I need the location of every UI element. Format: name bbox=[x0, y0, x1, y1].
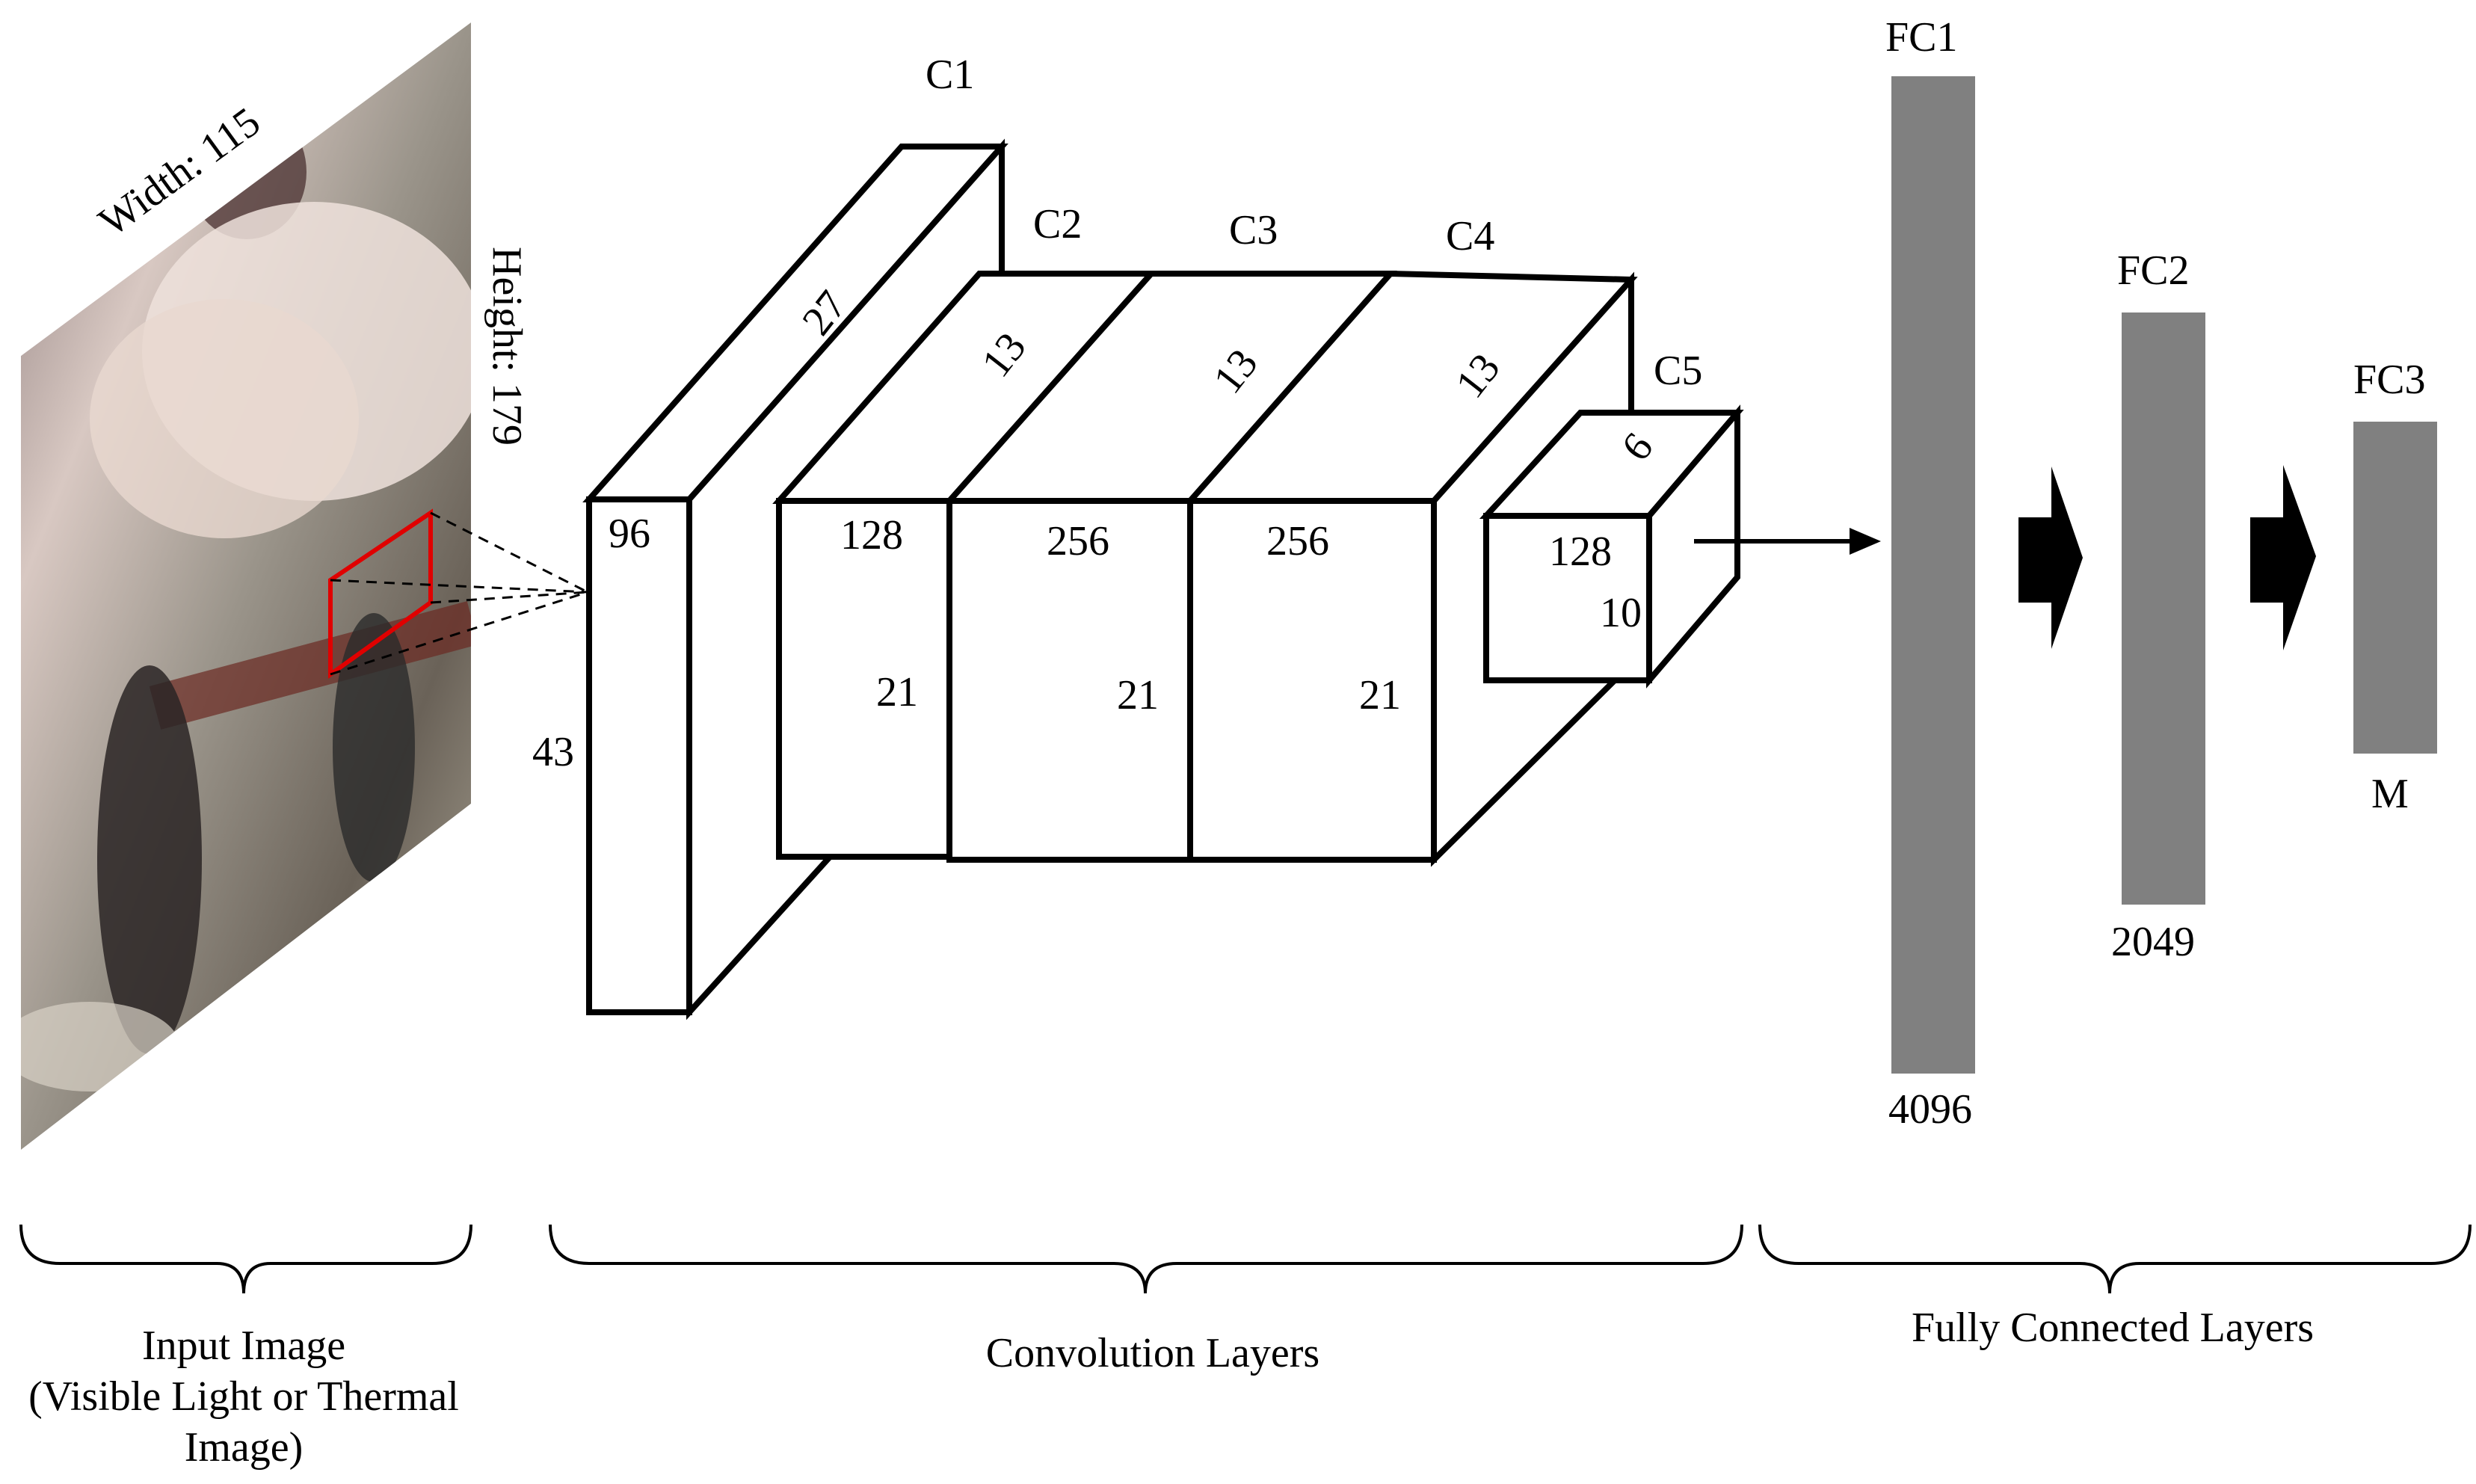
c5-channels: 128 bbox=[1549, 529, 1612, 575]
braces-and-captions: Input Image (Visible Light or Thermal Im… bbox=[19, 1224, 2472, 1471]
input-caption-line-3: Image) bbox=[185, 1424, 304, 1471]
layer-fc1: FC1 4096 bbox=[1885, 14, 1975, 1133]
fc3-bar bbox=[2353, 422, 2437, 754]
input-image-group: Width: 115 Height: 179 bbox=[21, 22, 588, 1150]
input-caption-line-2: (Visible Light or Thermal bbox=[28, 1373, 459, 1420]
fc1-bar bbox=[1891, 76, 1975, 1074]
fc2-bar bbox=[2122, 312, 2205, 905]
c1-height: 43 bbox=[532, 729, 574, 775]
c5-height: 10 bbox=[1600, 590, 1642, 636]
input-height-label: Height: 179 bbox=[484, 247, 530, 446]
layer-c2: C2 13 128 21 bbox=[772, 201, 1158, 860]
fc3-units: M bbox=[2371, 771, 2409, 817]
fc2-units: 2049 bbox=[2111, 919, 2195, 965]
layer-c3: C3 13 256 21 bbox=[943, 207, 1397, 863]
layer-c5: C5 6 128 10 bbox=[1479, 348, 1744, 689]
fc3-name: FC3 bbox=[2353, 357, 2426, 403]
fc-brace bbox=[1758, 1224, 2472, 1294]
c5-to-fc1-arrow bbox=[1694, 528, 1881, 555]
conv-caption: Convolution Layers bbox=[986, 1330, 1319, 1376]
fc1-units: 4096 bbox=[1888, 1086, 1972, 1133]
projection-lines bbox=[330, 511, 588, 676]
c2-name: C2 bbox=[1033, 201, 1082, 247]
input-image bbox=[21, 22, 471, 1150]
c4-height: 21 bbox=[1359, 672, 1401, 718]
c5-name: C5 bbox=[1654, 348, 1702, 394]
c1-name: C1 bbox=[926, 52, 974, 98]
fc2-name: FC2 bbox=[2117, 247, 2190, 294]
input-caption-line-1: Input Image bbox=[142, 1323, 345, 1369]
fc-caption: Fully Connected Layers bbox=[1912, 1305, 2314, 1351]
c2-height: 21 bbox=[876, 669, 918, 715]
c2-channels: 128 bbox=[840, 512, 903, 558]
input-brace bbox=[19, 1224, 472, 1294]
c3-name: C3 bbox=[1229, 207, 1278, 253]
layer-c4: C4 13 256 21 bbox=[1183, 213, 1638, 867]
fc2-to-fc3-arrow bbox=[2250, 465, 2316, 650]
layer-fc2: FC2 2049 bbox=[2111, 247, 2205, 965]
fc1-name: FC1 bbox=[1885, 14, 1958, 61]
conv-layers-group: C1 27 96 43 C2 13 128 21 C3 13 256 21 bbox=[532, 52, 1881, 1020]
c3-height: 21 bbox=[1117, 672, 1159, 718]
c1-channels: 96 bbox=[609, 511, 650, 557]
c4-channels: 256 bbox=[1266, 518, 1329, 564]
c3-channels: 256 bbox=[1047, 518, 1109, 564]
layer-fc3: FC3 M bbox=[2353, 357, 2437, 817]
fc1-to-fc2-arrow bbox=[2018, 467, 2083, 649]
fc-layers-group: FC1 4096 FC2 2049 FC3 M bbox=[1885, 14, 2437, 1133]
conv-brace bbox=[549, 1224, 1743, 1294]
c4-name: C4 bbox=[1446, 213, 1494, 259]
